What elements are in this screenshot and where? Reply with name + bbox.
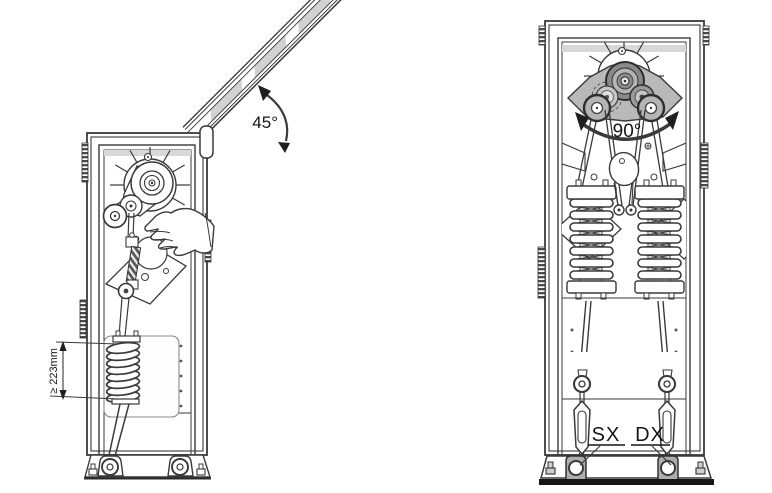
right-cabinet-base [539, 455, 714, 485]
wall-screws [570, 328, 678, 352]
hinge [700, 142, 709, 189]
bolt-icon [650, 173, 658, 181]
left-cabinet-base [84, 454, 211, 480]
balance-lever [608, 151, 640, 216]
anchor-bracket [657, 455, 679, 484]
pulley-plate [566, 61, 684, 123]
dim-arrow-down-icon [59, 390, 67, 400]
arrowhead-up-icon [258, 85, 271, 101]
coil-spring [105, 330, 141, 405]
bolt-icon [590, 173, 598, 181]
hinge [79, 299, 87, 339]
hinge [538, 25, 546, 46]
eye-bolt [657, 369, 677, 394]
left-barrier-figure: 45° ≥ 223mm [48, 0, 380, 480]
idler-pulley [102, 203, 128, 229]
left-cabinet [79, 125, 215, 480]
left-spring-label: SX [592, 424, 621, 446]
rotation-arrow [583, 122, 672, 141]
rotation-arrow [266, 94, 289, 142]
leader-line [651, 445, 672, 466]
leader-line [579, 445, 601, 466]
boom-arm-stripes [210, 0, 330, 122]
coil-spring-right [634, 179, 685, 300]
dimension-annotation: ≥ 223mm [48, 341, 119, 400]
spring-rods [107, 403, 130, 461]
tension-rods [580, 300, 669, 352]
boom-arm [182, 0, 380, 144]
base-bolt [196, 463, 206, 476]
hinge [702, 25, 710, 46]
anchor-bracket [565, 455, 587, 484]
right-barrier-figure: 90° SX DX [537, 20, 714, 485]
angle-label: 45° [252, 113, 278, 132]
turnbuckle [658, 392, 676, 463]
arm-mount-flange [199, 125, 214, 159]
arrowhead-down-icon [278, 142, 290, 153]
wall-bracket [662, 142, 686, 172]
sx-label: SX [579, 424, 625, 466]
dx-label: DX [631, 424, 672, 466]
base-band [539, 479, 714, 485]
hinge [81, 142, 89, 183]
technician-hand [144, 207, 215, 257]
arrowhead-left-icon [575, 112, 589, 131]
angle-annotation-45: 45° [252, 85, 290, 153]
coil-spring-left [566, 179, 617, 300]
left-outer-pulley [582, 93, 612, 123]
arrowhead-right-icon [665, 111, 679, 130]
hinge [537, 246, 546, 299]
left-cabinet-interior [102, 147, 215, 461]
angle-annotation-90: 90° [575, 111, 679, 142]
cam-pulley [119, 161, 174, 218]
base-bolt [545, 461, 556, 475]
boom-arm-rails [182, 0, 380, 144]
turnbuckle [573, 392, 591, 463]
base-bolt [88, 463, 98, 476]
right-outer-pulley [636, 93, 666, 123]
cross-bolt-icon [644, 142, 652, 150]
dimension-label: ≥ 223mm [48, 348, 60, 394]
base-bolt [695, 461, 706, 475]
angle-label: 90° [613, 121, 642, 142]
balance-cable [117, 212, 142, 337]
panel-screws [179, 344, 183, 408]
dim-arrow-up-icon [59, 341, 67, 351]
right-spring-label: DX [635, 424, 665, 446]
eye-bolt [572, 369, 592, 394]
